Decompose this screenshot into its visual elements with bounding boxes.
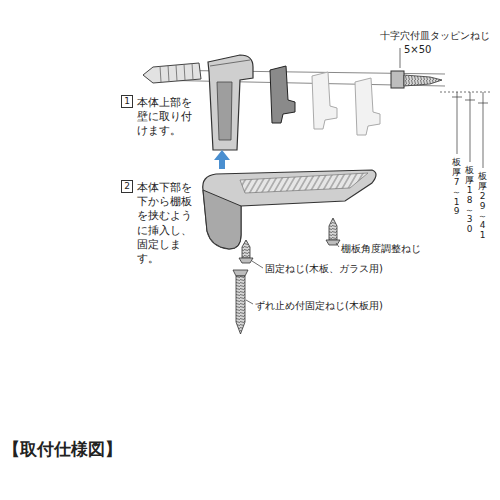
- fixing-screw: [239, 240, 253, 263]
- dimension: 板厚29～41: [478, 172, 487, 241]
- screw-washer: [391, 71, 404, 88]
- spacer-alt: [355, 78, 380, 135]
- body-slot: [217, 82, 232, 140]
- screw-shank: [404, 75, 442, 86]
- step-note: 1 本体上部を壁に取り付けます。: [121, 95, 193, 138]
- part-name: 固定ねじ(木板、ガラス用): [265, 263, 383, 275]
- adjust-screw: [326, 218, 340, 245]
- dimension: 板厚7～19: [452, 158, 461, 217]
- screw-shank: [329, 218, 337, 240]
- screw-head: [239, 258, 253, 263]
- part-name: 十字穴付皿タッピンねじ: [380, 30, 490, 42]
- dimension-line: [440, 92, 490, 93]
- lower-body: [203, 170, 376, 249]
- insert-arrow: [214, 150, 230, 169]
- leader-line: [246, 300, 253, 304]
- upper-body: [208, 55, 253, 150]
- spacer: [270, 66, 295, 123]
- front-face: [203, 190, 241, 249]
- spacer-alt: [312, 72, 337, 129]
- screw-head: [326, 240, 340, 245]
- step-text: 本体上部を壁に取り付けます。: [137, 95, 193, 138]
- plug-rib: [160, 63, 193, 82]
- leader-line: [252, 261, 263, 268]
- wall-plug: [143, 63, 201, 83]
- step-note: 2 本体下部を下から棚板を挟むように挿入し、固定します。: [121, 180, 193, 265]
- step-number: 2: [121, 180, 133, 193]
- dimension-line: [452, 92, 462, 154]
- upper-body: [208, 55, 253, 150]
- dimension: 5×50: [404, 44, 431, 56]
- part-name: 棚板角度調整ねじ: [341, 243, 421, 255]
- wall-plug: [143, 63, 201, 83]
- lower-body: [203, 170, 376, 249]
- dimension-line: [478, 92, 488, 168]
- body-edge: [210, 60, 250, 66]
- dimension-line: [440, 92, 490, 168]
- dimension: 板厚18～30: [465, 166, 474, 235]
- figure-title: 【取付仕様図】: [3, 438, 122, 461]
- dimension-line: [465, 92, 475, 162]
- part-name: ずれ止め付固定ねじ(木板用): [255, 300, 383, 312]
- step-number: 1: [121, 95, 133, 108]
- screw-shank: [236, 276, 245, 334]
- screw-head: [233, 270, 248, 276]
- leader-line: [246, 48, 400, 304]
- screw-shank: [242, 240, 250, 258]
- step-text: 本体下部を下から棚板を挟むように挿入し、固定します。: [137, 180, 193, 265]
- wall-screw: [391, 71, 442, 88]
- leader-line: [336, 243, 339, 247]
- leader-line: [400, 48, 401, 68]
- anti-slip-screw: [233, 270, 248, 334]
- shelf-rest: [240, 173, 368, 193]
